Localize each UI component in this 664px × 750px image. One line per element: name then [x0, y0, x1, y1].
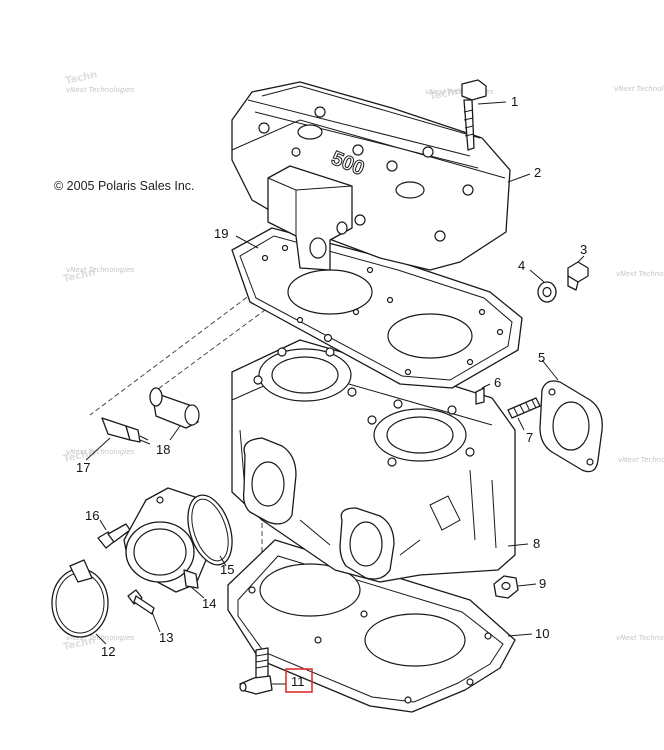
callout-12[interactable]: 12: [101, 644, 115, 659]
selected-callout-box: [285, 668, 313, 693]
exhaust-port-front: [242, 437, 395, 580]
thermostat-housing: [267, 165, 353, 271]
callout-5[interactable]: 5: [538, 350, 545, 365]
callout-7[interactable]: 7: [526, 430, 533, 445]
watermark-text: vNext Technologies: [614, 85, 664, 93]
callout-3[interactable]: 3: [580, 242, 587, 257]
callout-19[interactable]: 19: [214, 226, 228, 241]
callout-11[interactable]: 11: [291, 674, 305, 689]
elbow-fitting[interactable]: [239, 647, 273, 695]
exhaust-gasket[interactable]: [539, 380, 603, 473]
mounting-screw[interactable]: [97, 523, 131, 549]
callout-6[interactable]: 6: [494, 375, 501, 390]
copyright-notice: © 2005 Polaris Sales Inc.: [54, 179, 195, 193]
callout-1[interactable]: 1: [511, 94, 518, 109]
callout-15[interactable]: 15: [220, 562, 234, 577]
callout-2[interactable]: 2: [534, 165, 541, 180]
watermark-text: vNext Technologies: [66, 86, 134, 94]
callout-9[interactable]: 9: [539, 576, 546, 591]
callout-16[interactable]: 16: [85, 508, 99, 523]
callout-10[interactable]: 10: [535, 626, 549, 641]
head-bolt[interactable]: [461, 79, 487, 151]
leader-lines: [85, 101, 585, 685]
callout-14[interactable]: 14: [202, 596, 216, 611]
hose-clamp[interactable]: [51, 559, 109, 638]
washer[interactable]: [537, 281, 557, 303]
watermark-text: vNext Technologies: [616, 634, 664, 642]
head-fins: [247, 85, 481, 169]
small-bolt[interactable]: [567, 261, 589, 291]
nut[interactable]: [493, 575, 519, 599]
dowel-pin[interactable]: [475, 387, 485, 405]
watermark-text: vNext Technologies: [425, 88, 493, 96]
cylinder-block[interactable]: [231, 339, 516, 583]
watermark-text: vNext Technologies: [66, 266, 134, 274]
watermark-text: vNext Technologies: [616, 270, 664, 278]
watermark-big: Techn: [64, 69, 98, 87]
stud[interactable]: [507, 397, 541, 419]
clamp-screw[interactable]: [127, 589, 155, 615]
callout-labels: 1 2 3 4 5 6 7 8 9 10 11 12 13 14 15 16 1…: [76, 94, 587, 693]
watermark-text: vNext Technologies: [66, 448, 134, 456]
callout-4[interactable]: 4: [518, 258, 525, 273]
callout-13[interactable]: 13: [159, 630, 173, 645]
temperature-sensor[interactable]: [101, 417, 151, 445]
callout-17[interactable]: 17: [76, 460, 90, 475]
sensor-sleeve[interactable]: [149, 387, 200, 429]
watermark-text: vNext Technologies: [618, 456, 664, 464]
callout-8[interactable]: 8: [533, 536, 540, 551]
o-ring[interactable]: [180, 490, 240, 571]
callout-18[interactable]: 18: [156, 442, 170, 457]
